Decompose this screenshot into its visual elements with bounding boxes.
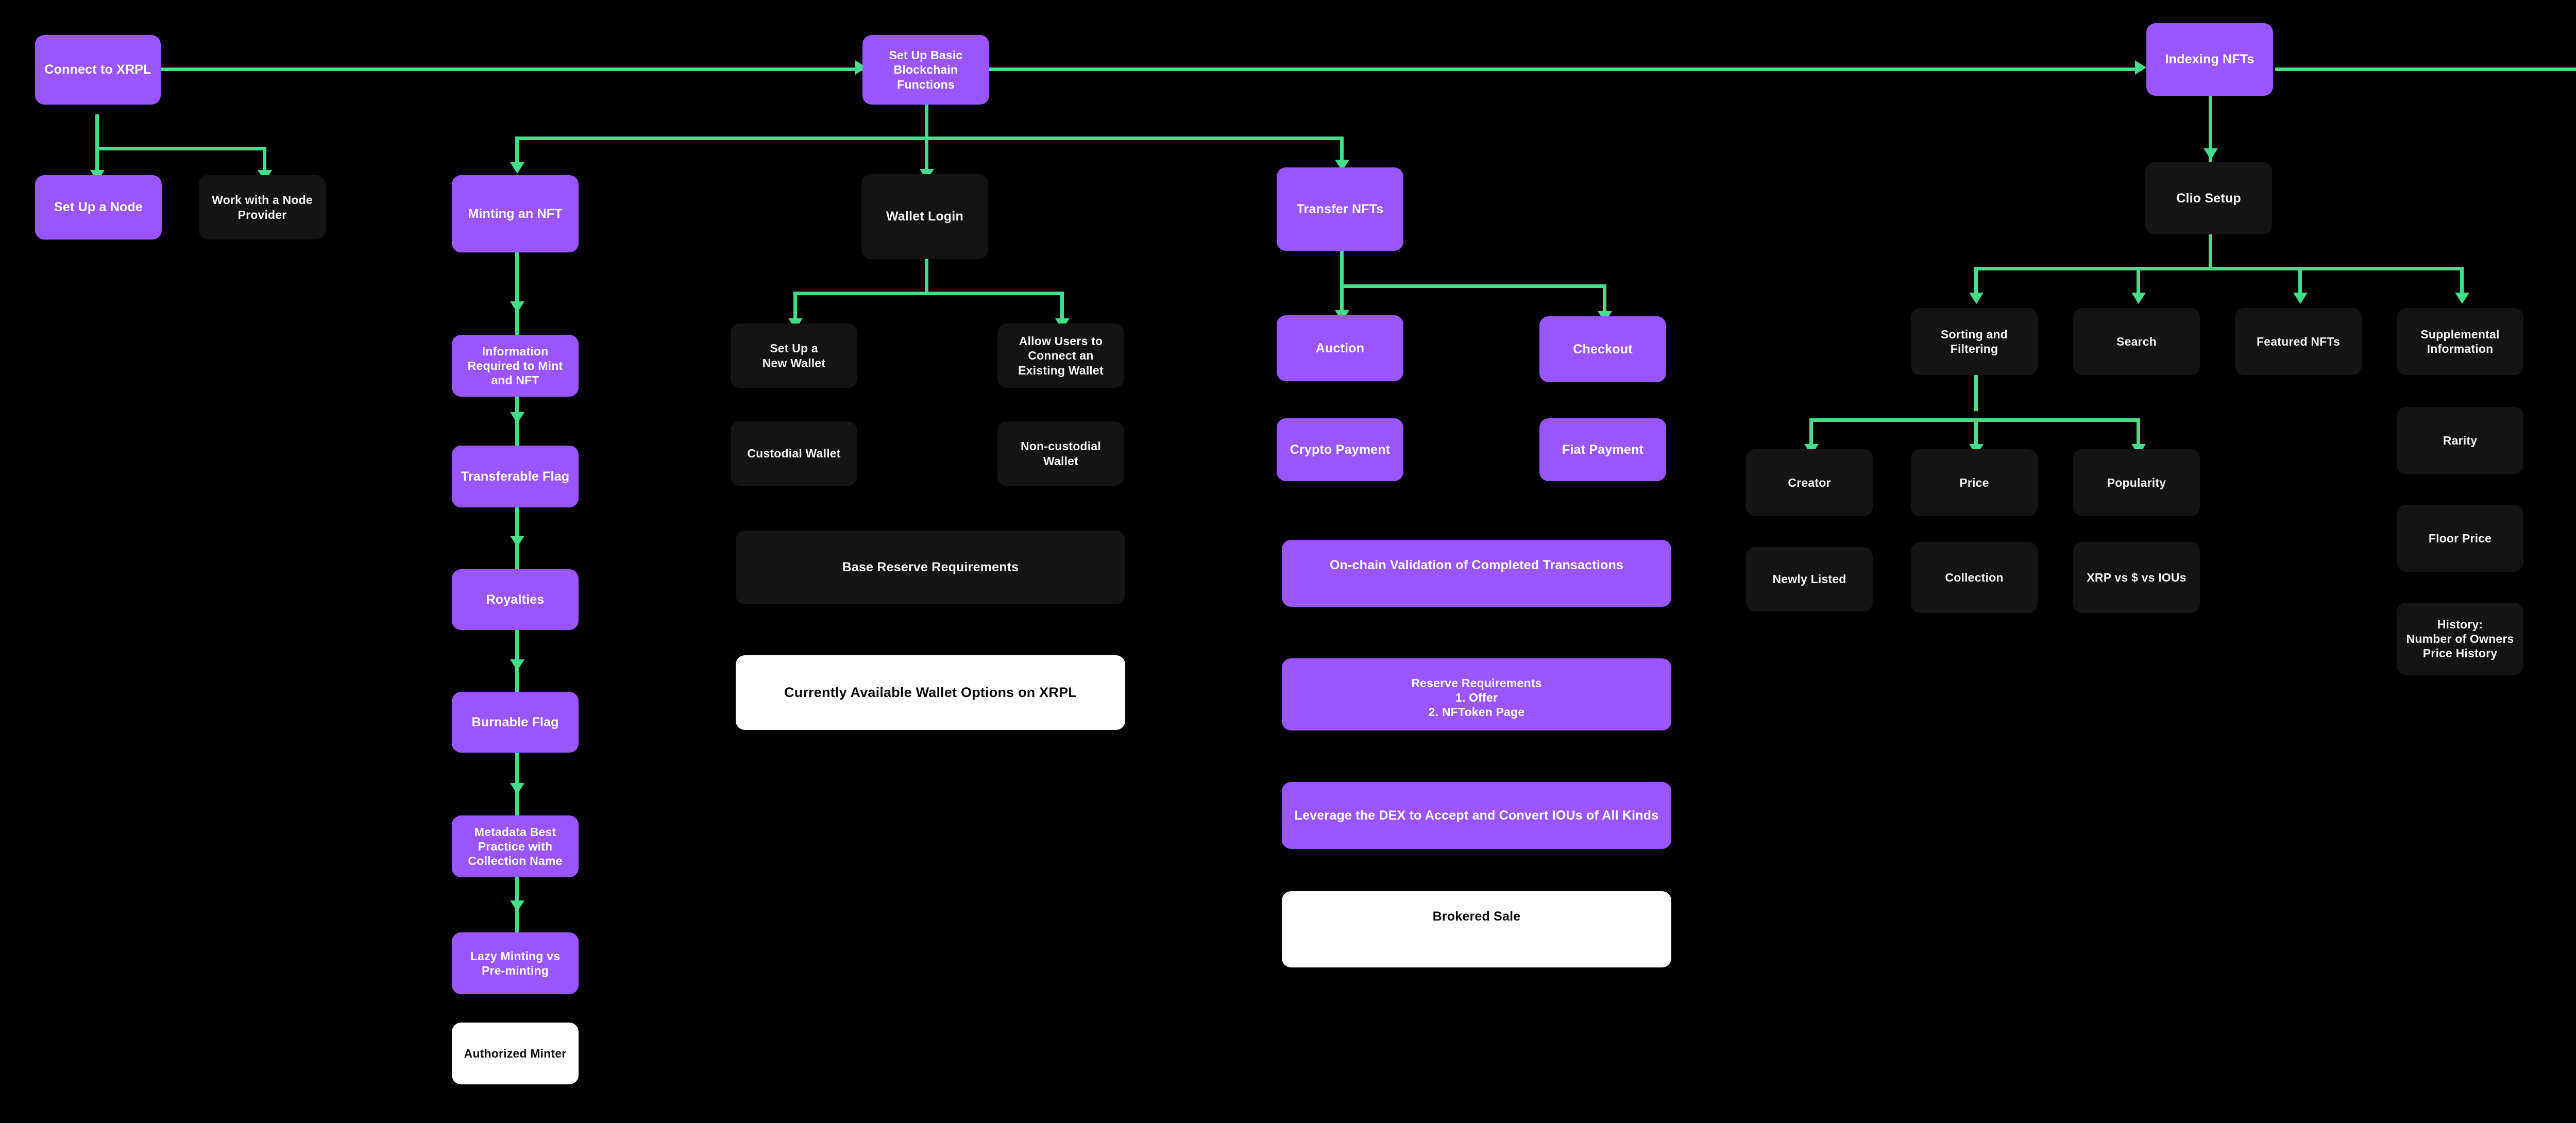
edge-sorting-drop-popularity <box>2137 418 2140 449</box>
node-newly-listed[interactable]: Newly Listed <box>1746 547 1873 611</box>
edge-basic-drop-transfer <box>1340 137 1344 165</box>
edge-indexing-to-caching <box>2275 67 2576 71</box>
node-set-up-a-node[interactable]: Set Up a Node <box>35 175 162 240</box>
edge-minting-3 <box>515 487 519 569</box>
edge-connect-to-basic <box>161 67 862 71</box>
node-leverage-the-dex[interactable]: Leverage the DEX to Accept and Convert I… <box>1282 782 1671 849</box>
edge-basic-drop-wallet <box>925 137 928 175</box>
edge-wallet-stem <box>925 259 928 295</box>
node-set-up-basic-blockchain-functions[interactable]: Set Up Basic Blockchain Functions <box>862 35 989 105</box>
node-crypto-payment[interactable]: Crypto Payment <box>1277 418 1403 481</box>
node-history[interactable]: History: Number of Owners Price History <box>2397 603 2523 675</box>
edge-minting-5 <box>515 734 519 816</box>
edge-minting-2 <box>515 363 519 446</box>
edge-sorting-drop-price <box>1974 418 1978 449</box>
edge-transfer-stem <box>1340 251 1344 288</box>
arrowhead-down <box>510 900 524 912</box>
node-price[interactable]: Price <box>1911 449 2038 516</box>
arrowhead-down <box>510 301 524 313</box>
node-checkout[interactable]: Checkout <box>1539 316 1666 382</box>
edge-xrpl-drop-node <box>95 147 99 175</box>
edge-basic-to-indexing <box>989 67 2142 71</box>
node-creator[interactable]: Creator <box>1746 449 1873 516</box>
arrowhead-down <box>1969 293 1984 304</box>
edge-wallet-drop-existing <box>1060 292 1064 324</box>
node-supplemental-information[interactable]: Supplemental Information <box>2397 308 2523 375</box>
node-lazy-minting-vs-pre-minting[interactable]: Lazy Minting vs Pre-minting <box>452 932 579 994</box>
edge-transfer-drop-checkout <box>1603 284 1606 316</box>
node-authorized-minter[interactable]: Authorized Minter <box>452 1023 579 1084</box>
node-work-with-a-node-provider[interactable]: Work with a Node Provider <box>199 175 326 240</box>
node-set-up-a-new-wallet[interactable]: Set Up a New Wallet <box>731 324 857 388</box>
node-clio-setup[interactable]: Clio Setup <box>2145 162 2272 234</box>
node-information-required-to-mint-and-nft[interactable]: Information Required to Mint and NFT <box>452 335 579 397</box>
node-indexing-nfts[interactable]: Indexing NFTs <box>2146 23 2273 96</box>
node-burnable-flag[interactable]: Burnable Flag <box>452 692 579 753</box>
edge-wallet-bus <box>793 292 1064 295</box>
edge-transfer-drop-auction <box>1340 284 1344 315</box>
node-transfer-nfts[interactable]: Transfer NFTs <box>1277 167 1403 251</box>
edge-minting-6 <box>515 855 519 932</box>
arrowhead-down <box>510 659 524 671</box>
arrowhead-down <box>510 412 524 423</box>
arrowhead-right <box>2135 60 2146 75</box>
node-brokered-sale[interactable]: Brokered Sale <box>1282 891 1671 967</box>
node-minting-an-nft[interactable]: Minting an NFT <box>452 175 579 252</box>
edge-clio-bus <box>1974 267 2462 270</box>
edge-sorting-stem <box>1974 375 1978 411</box>
edge-xrpl-bus <box>95 147 266 150</box>
edge-clio-drop-sorting <box>1974 267 1978 297</box>
arrowhead-down <box>2204 148 2218 160</box>
edge-xrpl-drop-provider <box>263 147 266 175</box>
edge-clio-stem <box>2209 234 2212 269</box>
edge-indexing-to-clio <box>2209 96 2212 178</box>
arrowhead-down <box>510 783 524 794</box>
node-base-reserve-requirements[interactable]: Base Reserve Requirements <box>736 531 1125 604</box>
edge-basic-bus <box>515 137 1344 140</box>
node-search[interactable]: Search <box>2073 308 2200 375</box>
node-sorting-and-filtering[interactable]: Sorting and Filtering <box>1911 308 2038 375</box>
edge-clio-drop-featured <box>2298 267 2302 297</box>
arrowhead-down <box>510 162 524 174</box>
edge-sorting-drop-creator <box>1809 418 1813 449</box>
node-custodial-wallet[interactable]: Custodial Wallet <box>731 421 857 486</box>
arrowhead-down <box>2131 293 2146 304</box>
edge-wallet-drop-new <box>793 292 797 324</box>
node-xrp-vs-dollar-vs-ious[interactable]: XRP vs $ vs IOUs <box>2073 542 2200 613</box>
node-collection[interactable]: Collection <box>1911 542 2038 613</box>
edge-minting-4 <box>515 610 519 693</box>
arrowhead-down <box>2455 293 2469 304</box>
node-rarity[interactable]: Rarity <box>2397 407 2523 474</box>
edge-transfer-bus <box>1340 284 1606 288</box>
node-featured-nfts[interactable]: Featured NFTs <box>2235 308 2362 375</box>
edge-clio-drop-search <box>2137 267 2140 297</box>
edge-minting-1 <box>515 252 519 335</box>
node-wallet-login[interactable]: Wallet Login <box>861 174 988 259</box>
node-reserve-requirements[interactable]: Reserve Requirements 1. Offer 2. NFToken… <box>1282 658 1671 730</box>
node-connect-to-xrpl[interactable]: Connect to XRPL <box>35 35 161 105</box>
arrowhead-down <box>2293 293 2308 304</box>
node-transferable-flag[interactable]: Transferable Flag <box>452 446 579 507</box>
node-fiat-payment[interactable]: Fiat Payment <box>1539 418 1666 481</box>
node-metadata-best-practice-with-collection-name[interactable]: Metadata Best Practice with Collection N… <box>452 815 579 877</box>
node-on-chain-validation-of-completed-transactions[interactable]: On-chain Validation of Completed Transac… <box>1282 540 1671 607</box>
edge-clio-drop-supplemental <box>2460 267 2464 297</box>
node-royalties[interactable]: Royalties <box>452 569 579 630</box>
node-floor-price[interactable]: Floor Price <box>2397 505 2523 572</box>
node-auction[interactable]: Auction <box>1277 315 1403 381</box>
edge-xrpl-stem <box>95 114 99 150</box>
node-non-custodial-wallet[interactable]: Non-custodial Wallet <box>997 421 1124 486</box>
node-popularity[interactable]: Popularity <box>2073 449 2200 516</box>
arrowhead-down <box>510 536 524 547</box>
node-allow-users-to-connect-an-existing-wallet[interactable]: Allow Users to Connect an Existing Walle… <box>997 324 1124 388</box>
node-currently-available-wallet-options-on-xrpl[interactable]: Currently Available Wallet Options on XR… <box>736 655 1125 730</box>
edge-basic-drop-minting <box>515 137 519 167</box>
edge-basic-stem <box>925 98 928 140</box>
